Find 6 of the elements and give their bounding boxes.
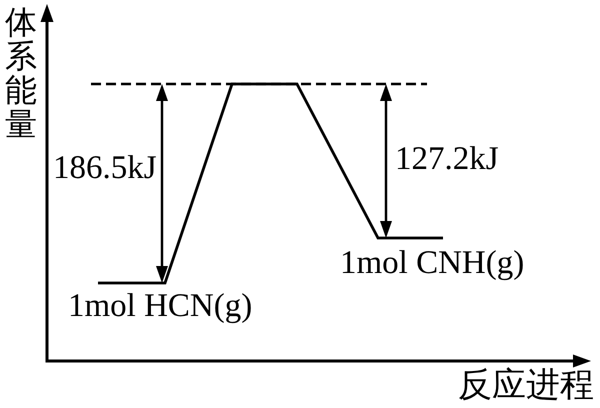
level-label: 1mol CNH(g)	[340, 247, 524, 280]
level-label: 1mol HCN(g)	[68, 290, 252, 323]
energy-value: 127.2kJ	[395, 143, 499, 176]
axis-label: 反应进程	[458, 369, 594, 403]
energy-value: 186.5kJ	[53, 152, 157, 185]
axis-label: 体系能量	[4, 5, 38, 141]
